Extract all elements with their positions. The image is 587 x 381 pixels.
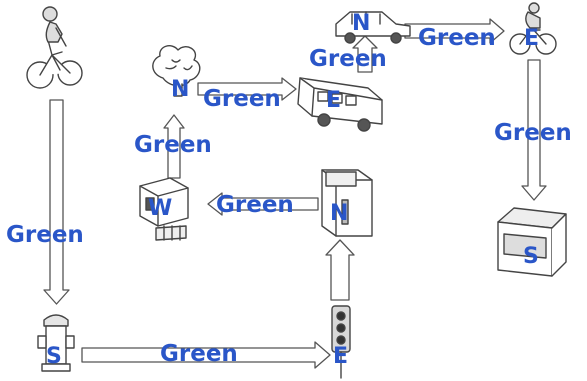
- direction-letter-bus: E: [326, 88, 341, 113]
- arrow-tree-to-bus: [197, 77, 297, 101]
- direction-letter-car: N: [352, 11, 370, 36]
- arrow-bus-to-car: [352, 35, 378, 73]
- arrow-house-to-tree: [163, 114, 185, 179]
- direction-letters: S E N W N E N E S: [46, 11, 539, 369]
- arrow-motorcycle-to-kiosk: [521, 59, 547, 201]
- arrow-store-to-house: [207, 192, 319, 216]
- edge-label-house-tree: Green: [134, 132, 212, 158]
- direction-letter-hydrant: S: [46, 344, 62, 369]
- tree-icon: [152, 45, 201, 97]
- store-icon: [321, 169, 373, 237]
- direction-letter-house: W: [148, 196, 172, 221]
- bus-icon: [297, 77, 383, 132]
- house-icon: [139, 177, 189, 241]
- direction-letter-tree: N: [171, 77, 189, 102]
- edge-label-hydrant-traffic-light: Green: [160, 341, 238, 367]
- edge-label-motorcycle-kiosk: Green: [494, 120, 572, 146]
- arrow-hydrant-to-traffic-light: [81, 341, 331, 369]
- edge-label-store-house: Green: [216, 192, 294, 218]
- arrow-car-to-motorcycle: [404, 18, 505, 44]
- edge-label-bicycle-hydrant: Green: [6, 222, 84, 248]
- direction-letter-traffic-light: E: [333, 344, 348, 369]
- fire-hydrant-icon: [37, 314, 75, 372]
- edge-labels: Green Green Green Green Green Green Gree…: [6, 25, 572, 367]
- bicycle-icon: [26, 6, 83, 89]
- direction-letter-kiosk: S: [523, 244, 539, 269]
- motorcycle-icon: [509, 2, 557, 55]
- traffic-light-icon: [331, 305, 351, 379]
- direction-letter-store: N: [330, 201, 348, 226]
- edge-label-tree-bus: Green: [203, 86, 281, 112]
- car-icon: [335, 11, 411, 44]
- direction-letter-motorcycle: E: [524, 26, 539, 51]
- edge-label-car-motorcycle: Green: [418, 25, 496, 51]
- arrow-bicycle-to-hydrant: [43, 99, 70, 305]
- arrow-traffic-light-to-store: [325, 239, 355, 301]
- edge-label-bus-car: Green: [309, 46, 387, 72]
- kiosk-icon: [497, 207, 567, 277]
